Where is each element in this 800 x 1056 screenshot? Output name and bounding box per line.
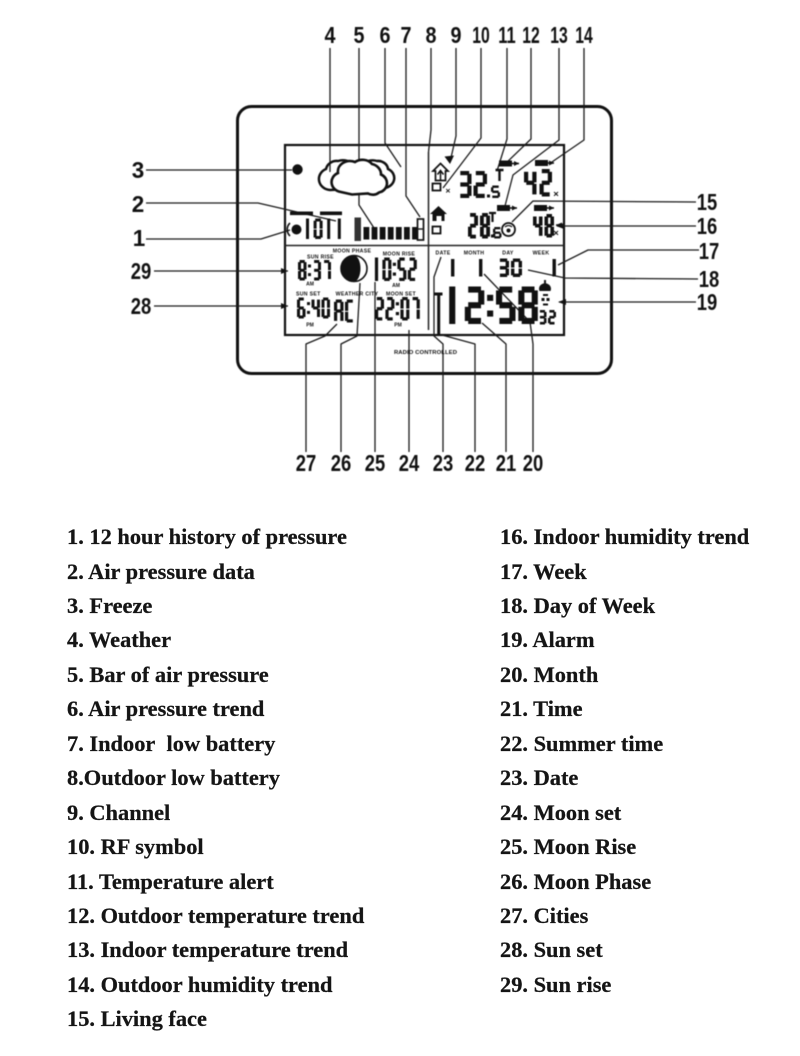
- svg-text:MOON RISE: MOON RISE: [383, 252, 416, 258]
- svg-text:WEATHER CITY: WEATHER CITY: [336, 292, 379, 298]
- svg-text:9: 9: [451, 22, 462, 48]
- svg-text:MONTH: MONTH: [464, 251, 485, 257]
- svg-text:23: 23: [433, 450, 454, 476]
- svg-text:28: 28: [131, 293, 152, 319]
- svg-text:25: 25: [365, 450, 386, 476]
- svg-text:8: 8: [426, 22, 437, 48]
- svg-text:MOON SET: MOON SET: [386, 292, 417, 298]
- svg-text:AM: AM: [392, 283, 400, 289]
- svg-text:10: 10: [472, 22, 490, 48]
- svg-text:PM: PM: [306, 323, 314, 329]
- svg-text:RADIO CONTROLLED: RADIO CONTROLLED: [394, 350, 457, 356]
- svg-text:27: 27: [296, 450, 317, 476]
- svg-text:DAY: DAY: [502, 251, 514, 257]
- svg-text:16: 16: [697, 213, 718, 239]
- svg-text:19: 19: [697, 289, 718, 315]
- svg-text:6: 6: [380, 22, 391, 48]
- svg-text:5: 5: [354, 22, 365, 48]
- svg-text:3: 3: [132, 157, 145, 183]
- svg-text:21: 21: [496, 450, 517, 476]
- svg-text:×: ×: [446, 186, 451, 196]
- svg-text:17: 17: [699, 238, 720, 264]
- svg-text:×: ×: [553, 189, 559, 200]
- svg-text:WEEK: WEEK: [533, 251, 550, 257]
- svg-text:AM: AM: [306, 282, 314, 288]
- svg-text:2: 2: [132, 191, 145, 217]
- svg-text:7: 7: [401, 22, 412, 48]
- svg-text:13: 13: [550, 22, 568, 48]
- svg-text:1: 1: [133, 225, 146, 251]
- svg-text:18: 18: [699, 266, 720, 292]
- svg-text:14: 14: [575, 22, 593, 48]
- svg-text:MOON PHASE: MOON PHASE: [333, 249, 372, 255]
- svg-text:15: 15: [697, 189, 718, 215]
- svg-text:20: 20: [523, 450, 544, 476]
- svg-text:29: 29: [131, 258, 152, 284]
- svg-text:12: 12: [522, 22, 540, 48]
- svg-text:11: 11: [498, 22, 516, 48]
- svg-text:×: ×: [553, 228, 559, 239]
- svg-text:PM: PM: [394, 323, 402, 329]
- svg-text:SUN RISE: SUN RISE: [307, 255, 334, 261]
- svg-text:22: 22: [465, 450, 486, 476]
- svg-text:4: 4: [325, 22, 336, 48]
- svg-text:DATE: DATE: [436, 251, 451, 257]
- svg-text:26: 26: [331, 450, 352, 476]
- svg-text:SUN SET: SUN SET: [296, 292, 321, 298]
- svg-text:24: 24: [399, 450, 420, 476]
